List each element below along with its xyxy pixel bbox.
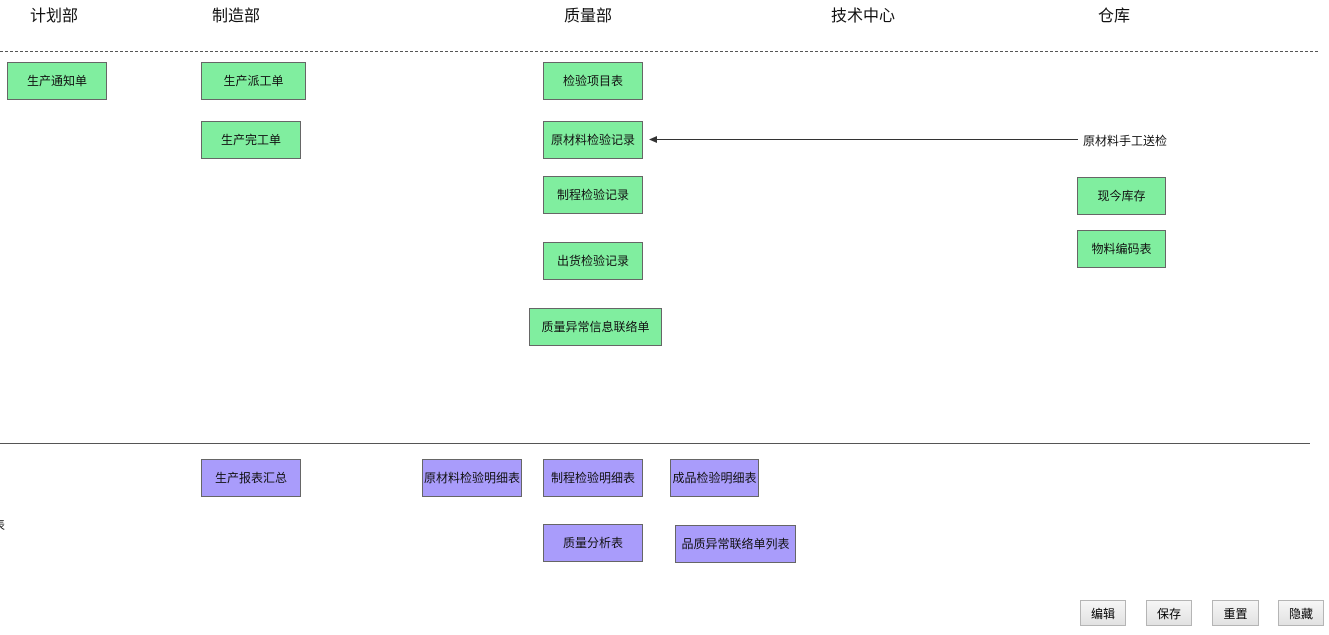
- node-material-code-table[interactable]: 物料编码表: [1077, 230, 1166, 268]
- node-production-complete[interactable]: 生产完工单: [201, 121, 301, 159]
- report-divider: [0, 443, 1310, 444]
- header-divider: [0, 51, 1318, 52]
- node-raw-material-inspection[interactable]: 原材料检验记录: [543, 121, 643, 159]
- node-finished-inspection-detail[interactable]: 成品检验明细表: [670, 459, 759, 497]
- dept-planning: 计划部: [30, 6, 79, 25]
- node-production-notice[interactable]: 生产通知单: [7, 62, 107, 100]
- edit-button[interactable]: 编辑: [1080, 600, 1126, 626]
- node-inspection-items[interactable]: 检验项目表: [543, 62, 643, 100]
- node-process-inspection-detail[interactable]: 制程检验明细表: [543, 459, 643, 497]
- node-current-inventory[interactable]: 现今库存: [1077, 177, 1166, 215]
- node-quality-analysis[interactable]: 质量分析表: [543, 524, 643, 562]
- dept-tech-center: 技术中心: [831, 6, 896, 25]
- node-shipment-inspection[interactable]: 出货检验记录: [543, 242, 643, 280]
- node-production-dispatch[interactable]: 生产派工单: [201, 62, 306, 100]
- node-quality-exception-contact[interactable]: 质量异常信息联络单: [529, 308, 662, 346]
- hide-button[interactable]: 隐藏: [1278, 600, 1324, 626]
- arrow-head-icon: [649, 136, 657, 143]
- dept-manufacturing: 制造部: [212, 6, 261, 25]
- node-process-inspection[interactable]: 制程检验记录: [543, 176, 643, 214]
- node-quality-exception-list[interactable]: 品质异常联络单列表: [675, 525, 796, 563]
- reset-button[interactable]: 重置: [1212, 600, 1259, 626]
- save-button[interactable]: 保存: [1146, 600, 1192, 626]
- node-production-report-summary[interactable]: 生产报表汇总: [201, 459, 301, 497]
- node-raw-material-inspection-detail[interactable]: 原材料检验明细表: [422, 459, 522, 497]
- label-raw-material-manual-send[interactable]: 原材料手工送检: [1083, 134, 1168, 148]
- dept-quality: 质量部: [564, 6, 613, 25]
- label-left-edge-partial: 表: [0, 516, 5, 533]
- dept-warehouse: 仓库: [1098, 6, 1131, 25]
